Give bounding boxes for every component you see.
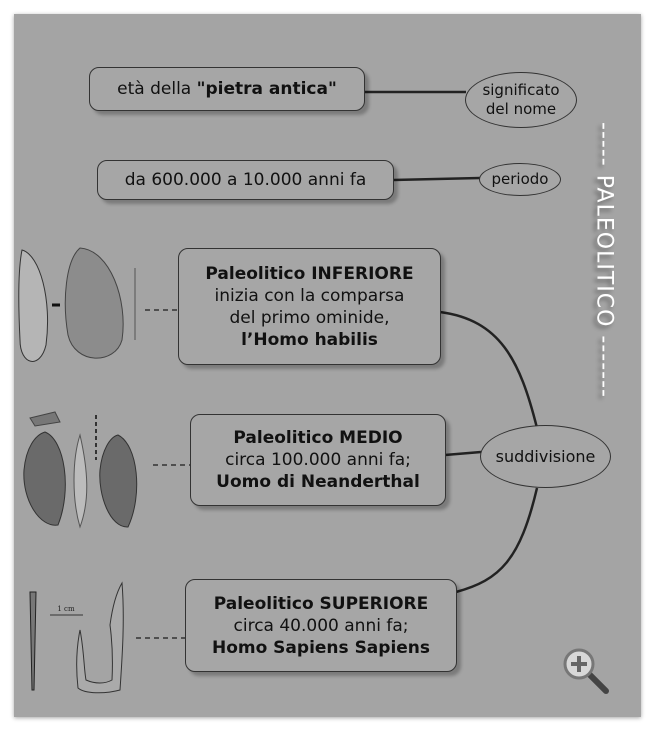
paleolitico-title: ----- PALEOLITICO -------: [591, 122, 617, 398]
medio-box: Paleolitico MEDIO circa 100.000 anni fa;…: [190, 414, 446, 506]
period-text: da 600.000 a 10.000 anni fa: [124, 170, 367, 190]
medio-line2: circa 100.000 anni fa;: [225, 450, 411, 470]
superiore-box: Paleolitico SUPERIORE circa 40.000 anni …: [185, 579, 457, 672]
period-oval: periodo: [479, 163, 561, 196]
needle-and-hook-image: 1 cm: [29, 581, 124, 694]
inferiore-line2: inizia con la comparsa: [214, 285, 405, 306]
name-meaning-prefix: età della: [117, 79, 197, 99]
superiore-title: Paleolitico SUPERIORE: [213, 593, 429, 614]
medio-line3: Uomo di Neanderthal: [216, 472, 420, 492]
hand-axe-inferiore-image: [18, 247, 136, 362]
name-meaning-box: età della "pietra antica": [89, 67, 365, 111]
inferiore-box: Paleolitico INFERIORE inizia con la comp…: [178, 248, 441, 365]
oval-line1: significato: [482, 81, 560, 99]
period-box: da 600.000 a 10.000 anni fa: [97, 160, 394, 200]
superiore-line3: Homo Sapiens Sapiens: [211, 637, 431, 658]
period-oval-text: periodo: [491, 170, 549, 188]
superiore-line2: circa 40.000 anni fa;: [233, 615, 409, 636]
inferiore-title: Paleolitico INFERIORE: [205, 263, 414, 284]
svg-text:1 cm: 1 cm: [57, 605, 75, 613]
inferiore-line4: l’Homo habilis: [241, 329, 378, 350]
medio-title: Paleolitico MEDIO: [233, 428, 403, 448]
hand-axe-medio-image: [23, 411, 138, 529]
subdivision-text: suddivisione: [495, 447, 596, 466]
name-meaning-bold: "pietra antica": [196, 79, 337, 99]
zoom-in-icon[interactable]: [560, 645, 612, 697]
subdivision-oval: suddivisione: [480, 425, 611, 488]
inferiore-line3: del primo ominide,: [229, 307, 390, 328]
oval-line2: del nome: [485, 100, 557, 118]
